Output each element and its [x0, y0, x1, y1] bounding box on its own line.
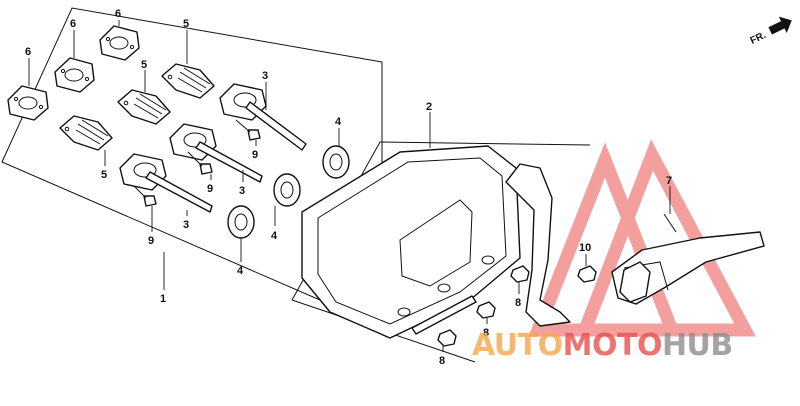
- ring-part-4-a: [227, 205, 255, 239]
- watermark-auto: AUTO: [472, 328, 563, 363]
- callout-4-b: 4: [271, 230, 278, 242]
- callout-5-c: 5: [141, 59, 147, 71]
- bolt-part-8-c: [437, 329, 457, 347]
- leader-lines: [28, 20, 671, 352]
- front-direction-indicator: FR.: [749, 16, 792, 47]
- callout-2: 2: [426, 101, 432, 113]
- callout-6-c: 6: [115, 8, 121, 20]
- front-arrow-icon: [768, 16, 792, 35]
- insulator-part-5-b: [117, 89, 171, 125]
- joint-part-3-a: [119, 153, 213, 213]
- callout-3-a: 3: [183, 219, 189, 231]
- insulator-part-5-a: [59, 115, 113, 151]
- bolt-part-8-a: [510, 265, 530, 283]
- insulator-part-5-c: [161, 63, 215, 99]
- callout-4-c: 4: [335, 116, 342, 128]
- bolt-part-9-c: [235, 119, 261, 141]
- joint-part-3-b: [169, 123, 263, 183]
- callout-10: 10: [579, 242, 591, 254]
- callout-labels: 6 6 6 5 5 5 3 3 3 4 4 4 9 9 9 2 1 8 8 8 …: [25, 8, 672, 367]
- ring-part-4-b: [273, 173, 301, 207]
- bolt-part-9-a: [133, 185, 157, 207]
- callout-6-a: 6: [25, 46, 31, 58]
- gasket-part-6-c: [99, 25, 140, 61]
- ring-part-4-c: [322, 145, 350, 179]
- protector-part-7: [611, 213, 765, 305]
- watermark-text: AUTOMOTOHUB: [472, 328, 733, 363]
- gasket-part-6-b: [54, 57, 95, 93]
- callout-9-a: 9: [148, 235, 154, 247]
- gasket-part-6-a: [7, 85, 49, 121]
- callout-6-b: 6: [70, 18, 76, 30]
- callout-3-b: 3: [239, 185, 245, 197]
- watermark-moto: MOTO: [563, 328, 662, 363]
- callout-5-a: 5: [101, 169, 107, 181]
- callout-9-b: 9: [207, 183, 213, 195]
- callout-4-a: 4: [237, 265, 244, 277]
- callout-9-c: 9: [252, 149, 258, 161]
- bolt-part-9-b: [187, 151, 213, 175]
- muffler-part-2: [301, 145, 571, 339]
- callout-8-a: 8: [515, 297, 521, 309]
- bolt-part-10: [577, 265, 597, 283]
- callout-3-c: 3: [262, 70, 268, 82]
- watermark-triangle-left: [528, 142, 682, 337]
- callout-8-b: 8: [483, 327, 489, 339]
- callout-1: 1: [160, 293, 166, 305]
- joint-part-3-c: [219, 83, 307, 151]
- front-label: FR.: [749, 30, 768, 47]
- bolt-part-8-b: [476, 301, 496, 319]
- callout-5-d: 5: [183, 18, 189, 30]
- svg-text:AUTOMOTOHUB: AUTOMOTOHUB: [472, 328, 733, 363]
- watermark-hub: HUB: [662, 328, 733, 363]
- callout-8-c: 8: [439, 355, 445, 367]
- callout-7: 7: [666, 175, 672, 187]
